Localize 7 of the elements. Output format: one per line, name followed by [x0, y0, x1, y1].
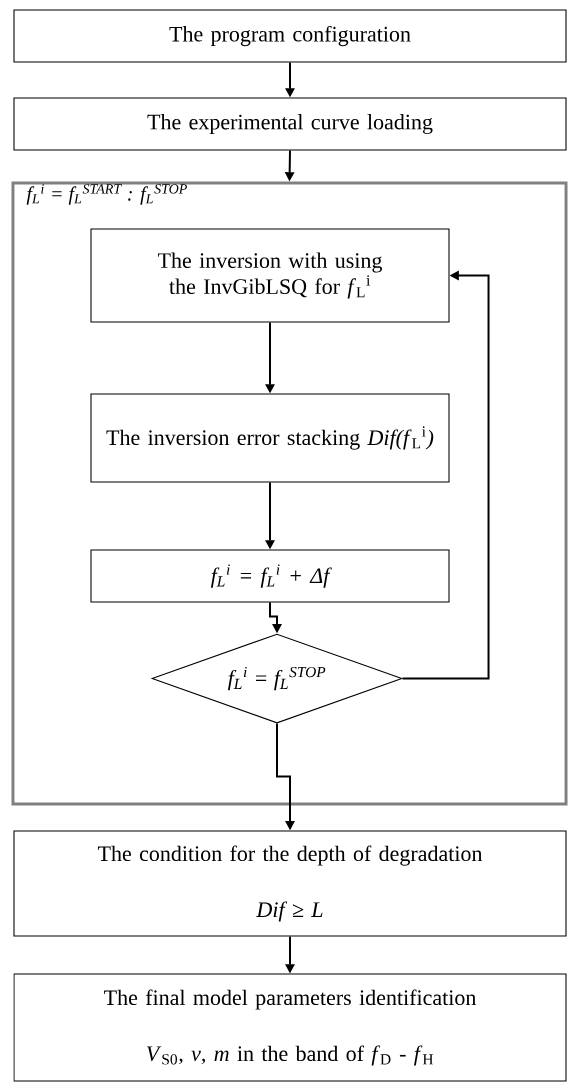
process-box: The inversion with using the InvGibLSQ for f$_{L}$i	[90, 228, 450, 323]
process-box: The program configuration	[13, 9, 567, 63]
process-box: The final model parameters identification V$_{S0}$, ν, m in the band of f$_{D}$ - f$_{H}$	[13, 973, 567, 1082]
process-box: The condition for the depth of degradation Dif ≥ L	[13, 830, 567, 937]
process-box: f$_{L}$$^{i}$ = f$_{L}$$^{i}$ + Δf	[90, 549, 450, 603]
process-box: The experimental curve loading	[13, 97, 567, 151]
process-box: The inversion error stacking Dif(f$_{L}$$^{i}$)	[90, 393, 450, 483]
